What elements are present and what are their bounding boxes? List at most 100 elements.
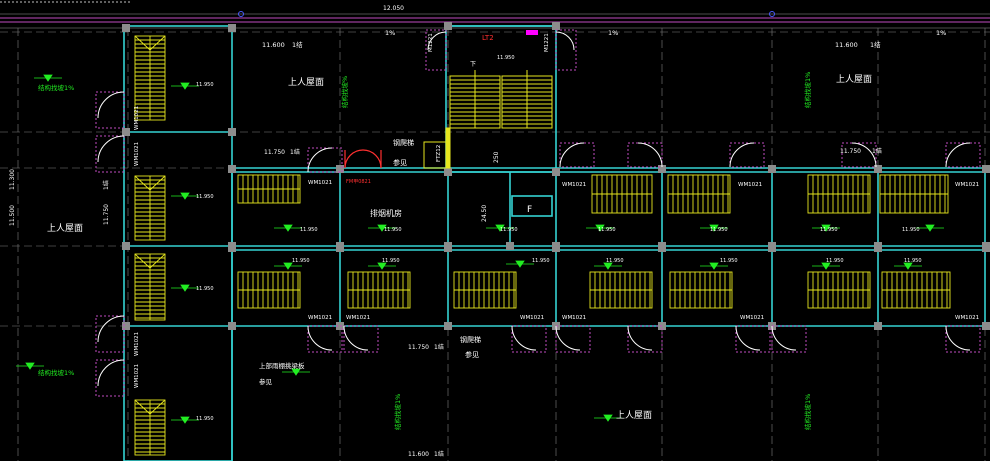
label-m1221-b: M1221 [544, 33, 550, 52]
door-frame-2 [729, 142, 765, 168]
arrow-head-1 [180, 192, 190, 200]
door-swing-l5 [735, 325, 761, 351]
left-wing-stairs [134, 35, 166, 456]
label-elev-l2: 11.950 [532, 258, 550, 264]
door-frame-w1 [95, 135, 125, 173]
label-elev-u0: 11.950 [300, 227, 318, 233]
label-struct-slope-v3: 结构找坡1% [393, 394, 402, 430]
door-swing-w1 [97, 135, 125, 163]
door-frame-l3 [555, 325, 591, 353]
label-slope-jie-2: 1结 [870, 40, 881, 49]
stair-landing [134, 35, 166, 51]
door-frame-0 [307, 147, 343, 173]
arrow-head-8 [709, 224, 719, 232]
arrow-head-5 [377, 224, 387, 232]
ladder-box [423, 141, 447, 169]
label-elev-l6: 11.950 [904, 258, 922, 264]
door-frame-w3 [95, 359, 125, 397]
elevation-arrows [16, 74, 944, 424]
label-m1221-a: M1221 [428, 33, 434, 52]
label-roof-b: 上人屋面 [836, 74, 872, 85]
label-wm-lower-5: WM1021 [955, 315, 979, 321]
door-frame-3 [945, 142, 981, 168]
arrow-head-6 [495, 224, 505, 232]
label-elev-u3: 11.950 [598, 227, 616, 233]
label-wm-lower-2: WM1021 [520, 315, 544, 321]
door-swing-1 [559, 142, 585, 168]
arrow-head-14 [603, 262, 613, 270]
drawing-labels: 12.050 11.600 1结 11.600 1结 1% 1% 1% LT2 … [38, 5, 946, 458]
door-swing-w3 [97, 359, 125, 387]
label-see-ref: 参见 [393, 158, 407, 167]
label-elev-11750-c: 11.750 [408, 344, 429, 351]
label-wm-upper-1: WM1021 [562, 182, 586, 188]
label-roof-left: 上人屋面 [47, 223, 83, 234]
label-f-box: F [527, 205, 532, 215]
main-stair [445, 70, 553, 169]
door-swing [555, 31, 575, 51]
label-jie-d: 1结 [434, 450, 444, 458]
arrow-head-0 [180, 82, 190, 90]
label-elev-1160-left: 11.600 [262, 41, 285, 49]
label-roof-bottom: 上人屋面 [616, 410, 652, 421]
stair-landing [134, 399, 166, 415]
lt2-marker [526, 30, 538, 35]
door-frame-w0 [95, 91, 125, 129]
label-elev-core: 11.950 [497, 55, 515, 61]
door-swing-2 [729, 142, 755, 168]
label-elev-w3: 11.950 [196, 416, 214, 422]
arrow-head-21 [25, 362, 35, 370]
door-swing-l2 [511, 325, 537, 351]
arrow-head-12 [377, 262, 387, 270]
label-roof-a: 上人屋面 [288, 77, 324, 88]
label-elev-top: 12.050 [383, 5, 404, 12]
door-swing-w0 [97, 91, 125, 119]
label-see-ref-3: 参见 [259, 377, 273, 386]
fire-door-symbol [344, 149, 382, 169]
label-wm-lower-4: WM1021 [740, 315, 764, 321]
label-elev-l5: 11.950 [826, 258, 844, 264]
label-elev-w1: 11.950 [196, 194, 214, 200]
wall-lines [123, 25, 990, 461]
door-swing-l4 [627, 325, 653, 351]
label-struct-slope-v2: 结构找坡1% [803, 72, 812, 108]
door-frame-r0 [627, 142, 663, 168]
door-swings [95, 29, 981, 397]
label-elev-u1: 11.950 [384, 227, 402, 233]
label-wm-left-1: WM1021 [134, 142, 140, 166]
door-frame-w2 [95, 315, 125, 353]
door-frame-r1 [841, 142, 877, 168]
label-slope-jie: 1结 [292, 40, 303, 49]
door-swing-l1 [343, 325, 369, 351]
arrow-head-13 [515, 260, 525, 268]
arrow-head-4 [283, 224, 293, 232]
label-elev-1160-bottom: 11.600 [408, 451, 429, 458]
label-elev-11300: 11.300 [9, 169, 16, 190]
door-swing-3 [945, 142, 971, 168]
label-jie-v: 1结 [102, 180, 110, 190]
label-struct-slope-2: 结构找坡1% [38, 368, 74, 377]
arrow-head-10 [925, 224, 935, 232]
door-swing-0 [307, 147, 333, 173]
label-wm-lower-0: WM1021 [308, 315, 332, 321]
core-rail [445, 127, 451, 169]
door-frame-l4 [627, 325, 663, 353]
label-elev-w2: 11.950 [196, 286, 214, 292]
label-exhaust-room: 排烟机房 [370, 208, 402, 218]
door-frame [425, 29, 447, 71]
label-elev-l1: 11.950 [382, 258, 400, 264]
label-fm: FM甲0821 [346, 179, 371, 185]
door-frame-l6 [771, 325, 807, 353]
label-elev-250: 250 [493, 151, 500, 163]
label-struct-slope-v4: 结构找坡1% [803, 394, 812, 430]
door-swing-l6 [771, 325, 797, 351]
label-elev-l4: 11.950 [720, 258, 738, 264]
label-wm-lower-1: WM1021 [346, 315, 370, 321]
door-frame-1 [559, 142, 595, 168]
door-swing-l0 [307, 325, 333, 351]
label-steel-ladder-2: 钢爬梯 [460, 335, 481, 344]
label-stair-down-core: 下 [470, 61, 476, 68]
